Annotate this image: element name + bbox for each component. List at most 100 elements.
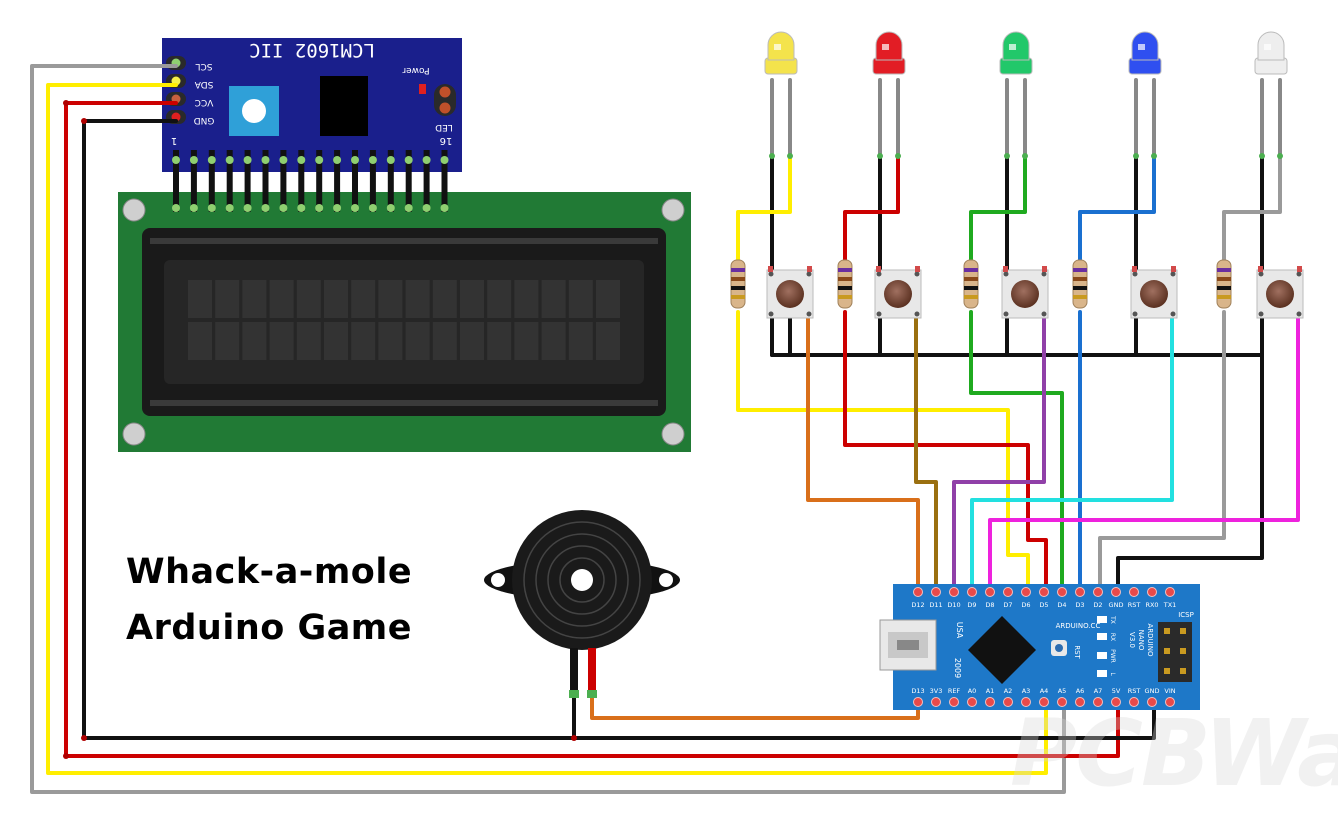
lcd-cell bbox=[188, 280, 212, 318]
nano-top-pin bbox=[1129, 587, 1139, 597]
push-button[interactable] bbox=[1130, 266, 1178, 319]
model-line-2: NANO bbox=[1137, 630, 1145, 651]
nano-top-pin bbox=[1147, 587, 1157, 597]
lcd-cell bbox=[596, 280, 620, 318]
lcd-header-pad bbox=[368, 156, 377, 164]
lcd-header-pad bbox=[440, 204, 449, 212]
lcd-cell bbox=[596, 322, 620, 360]
nano-top-pin bbox=[1057, 587, 1067, 597]
nano-bottom-pin-label: VIN bbox=[1164, 687, 1175, 695]
nano-bottom-pin bbox=[1021, 697, 1031, 707]
nano-bottom-pin bbox=[1129, 697, 1139, 707]
green-led bbox=[999, 31, 1033, 75]
wire-gray-led bbox=[1098, 310, 1226, 594]
lcd-header-pin bbox=[208, 150, 215, 212]
lcd-cell bbox=[541, 280, 566, 318]
year-label: 2009 bbox=[953, 658, 962, 678]
lcd-header-pin bbox=[352, 150, 358, 212]
nano-top-pin-label: D2 bbox=[1093, 601, 1102, 609]
lcd-cell bbox=[378, 322, 403, 360]
i2c-backpack: LCM1602 IIC Power LED 16 1 SCL SDA VCC G… bbox=[162, 38, 462, 172]
lcd-header-pin bbox=[316, 150, 323, 212]
lcd-header-pin bbox=[369, 150, 376, 212]
lcd-header-pad bbox=[189, 156, 198, 164]
lcd-header-pad bbox=[207, 204, 216, 212]
push-button[interactable] bbox=[874, 266, 922, 319]
nano-bottom-pin-label: A2 bbox=[1004, 687, 1013, 695]
lcd-cell bbox=[215, 322, 240, 360]
red-led bbox=[872, 31, 906, 75]
nano-bottom-pin-label: RST bbox=[1128, 687, 1141, 695]
nano-bottom-pin bbox=[1057, 697, 1067, 707]
lcd-cell bbox=[405, 280, 430, 318]
lcd-header-pad bbox=[261, 204, 270, 212]
lcd-header-pad bbox=[386, 156, 395, 164]
push-button[interactable] bbox=[1256, 266, 1304, 319]
lcd-cell bbox=[188, 322, 212, 360]
nano-bottom-pin bbox=[1039, 697, 1049, 707]
blue-led bbox=[1128, 31, 1162, 75]
lcd-cell bbox=[324, 322, 348, 360]
lcd-cell bbox=[296, 322, 321, 360]
white-led bbox=[1254, 31, 1288, 75]
sda-pin-label: SDA bbox=[194, 79, 213, 89]
model-line-1: ARDUINO bbox=[1146, 624, 1154, 657]
wire-scl-gray bbox=[30, 64, 1066, 794]
lcd-header-pin bbox=[226, 150, 233, 212]
lcd-header-pin bbox=[173, 150, 179, 212]
nano-bottom-pin-label: REF bbox=[948, 687, 961, 695]
lcd-header-pad bbox=[422, 204, 431, 212]
lcd-cell bbox=[514, 280, 539, 318]
lcd-header-pin bbox=[244, 150, 251, 212]
lcd-character-grid bbox=[188, 280, 620, 360]
junction-dots bbox=[63, 100, 577, 759]
nano-top-pin bbox=[931, 587, 941, 597]
resistor bbox=[1072, 259, 1088, 309]
push-button[interactable] bbox=[766, 266, 814, 319]
lcd-header-pin bbox=[334, 150, 341, 212]
nano-bottom-pin bbox=[913, 697, 923, 707]
nano-top-pin-label: D11 bbox=[929, 601, 942, 609]
pin-last-label: 16 bbox=[440, 135, 453, 146]
lcd-display bbox=[118, 192, 691, 452]
push-button-row bbox=[766, 266, 1304, 319]
model-line-3: V3.0 bbox=[1128, 632, 1136, 648]
led-rx-label: RX bbox=[1109, 633, 1116, 641]
nano-bottom-pin bbox=[985, 697, 995, 707]
lcd-header-pad bbox=[297, 204, 306, 212]
lcd-header-pad bbox=[207, 156, 216, 164]
nano-top-pin-label: D6 bbox=[1021, 601, 1030, 609]
nano-top-pin bbox=[985, 587, 995, 597]
pin-first-label: 1 bbox=[171, 135, 177, 146]
ground-rail bbox=[770, 353, 1264, 594]
nano-top-pin-label: D3 bbox=[1075, 601, 1084, 609]
lcd-header-pad bbox=[368, 204, 377, 212]
wire-button3-purple bbox=[952, 316, 1046, 594]
nano-bottom-pin bbox=[967, 697, 977, 707]
lcd-cell bbox=[269, 322, 294, 360]
icsp-label: ICSP bbox=[1178, 611, 1194, 619]
push-button[interactable] bbox=[1001, 266, 1049, 319]
nano-top-pin bbox=[1093, 587, 1103, 597]
lcd-cell bbox=[242, 280, 267, 318]
nano-bottom-pin-label: A3 bbox=[1022, 687, 1031, 695]
nano-bottom-pin-label: 5V bbox=[1112, 687, 1121, 695]
nano-bottom-pin bbox=[1165, 697, 1175, 707]
wire-buzzer-orange bbox=[590, 648, 920, 720]
resistor bbox=[730, 259, 746, 309]
lcd-cell bbox=[541, 322, 566, 360]
lcd-cell bbox=[269, 280, 294, 318]
lcd-header-pad bbox=[172, 204, 180, 212]
lcd-cell bbox=[514, 322, 539, 360]
title-line-2: Arduino Game bbox=[126, 608, 413, 648]
nano-top-pin-label: D9 bbox=[967, 601, 976, 609]
nano-bottom-pin bbox=[1093, 697, 1103, 707]
nano-bottom-pin bbox=[1147, 697, 1157, 707]
nano-top-pin-label: RX0 bbox=[1145, 601, 1158, 609]
nano-bottom-pin-label: A7 bbox=[1094, 687, 1103, 695]
wire-end-markers bbox=[769, 153, 1283, 159]
lcd-header-pad bbox=[404, 156, 413, 164]
lcd-header-pad bbox=[386, 204, 395, 212]
nano-bottom-pin-label: A6 bbox=[1076, 687, 1085, 695]
